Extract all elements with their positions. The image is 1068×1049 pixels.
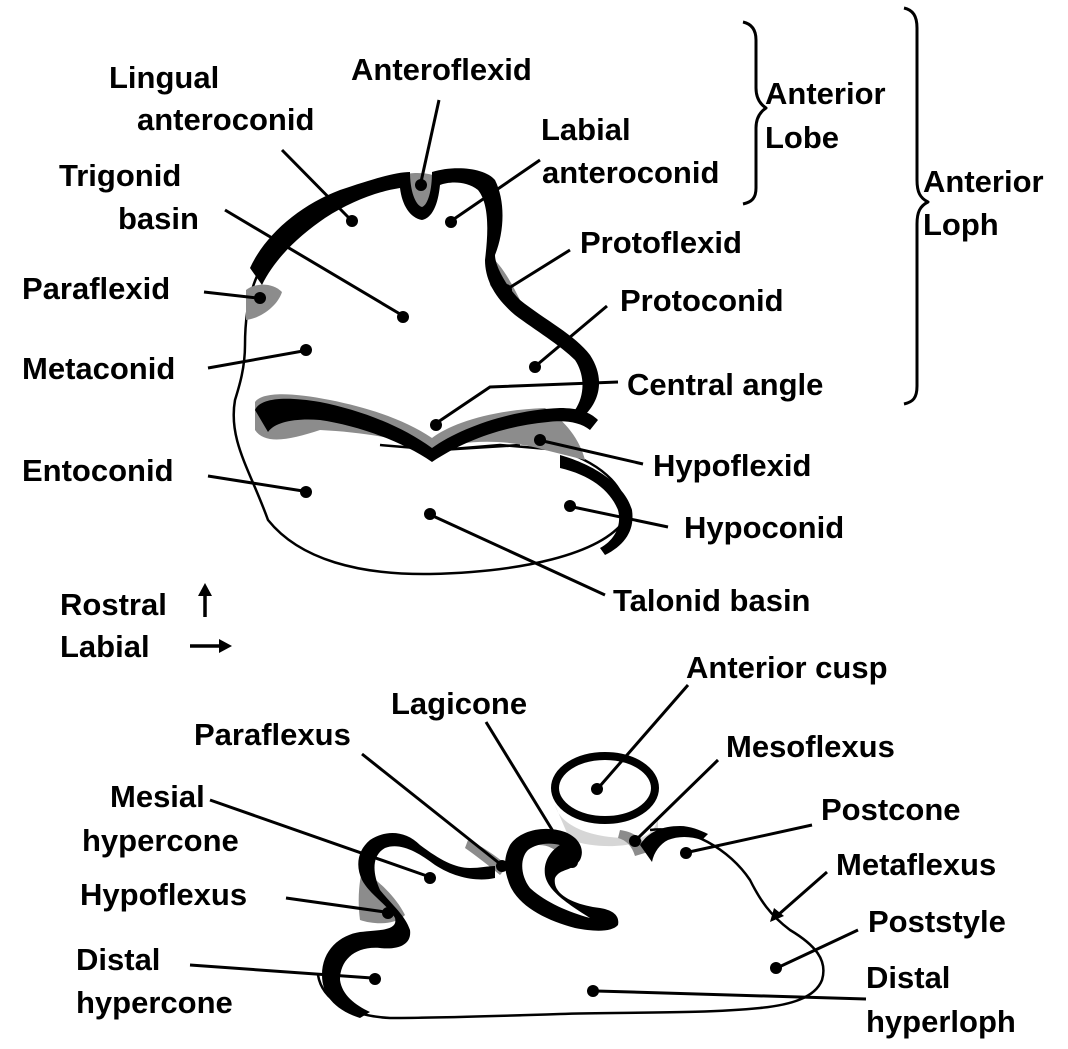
label-anterior-lobe-line1: Anterior: [765, 76, 886, 111]
anterior-lobe-brace: [742, 20, 768, 206]
leader-hypoconid: [572, 505, 669, 529]
leader-hypoflexid: [542, 439, 644, 466]
leader-metaflexus: [770, 870, 828, 922]
leader-anterior-cusp: [598, 684, 690, 787]
label-rostral: Rostral: [60, 587, 167, 622]
label-distal-hypercone-line2: hypercone: [76, 985, 233, 1020]
orientation-legend: Rostral Labial: [60, 583, 232, 664]
label-distal-hyperloph-line2: hyperloph: [866, 1004, 1016, 1039]
leader-poststyle: [778, 928, 859, 969]
leader-protoflexid: [508, 248, 571, 290]
leader-labial-anteroconid: [453, 158, 541, 221]
label-hypoflexid: Hypoflexid: [653, 448, 811, 483]
leader-trigonid-basin: [224, 208, 401, 316]
leader-metaconid: [207, 349, 304, 370]
label-hypoflexus: Hypoflexus: [80, 877, 247, 912]
label-lagicone: Lagicone: [391, 686, 527, 721]
postcone-enamel: [640, 826, 708, 862]
label-labial: Labial: [60, 629, 150, 664]
label-labial-anteroconid-line2: anteroconid: [542, 155, 719, 190]
label-trigonid-basin-line1: Trigonid: [59, 158, 181, 193]
leader-distal-hyperloph: [595, 989, 867, 1001]
top-hypoconid-enamel: [560, 455, 633, 555]
leader-protoconid: [537, 304, 608, 366]
anterior-loph-brace: [903, 6, 930, 406]
label-mesial-hypercone-line2: hypercone: [82, 823, 239, 858]
leader-postcone: [688, 823, 813, 854]
bottom-cusp-points: [369, 783, 782, 997]
point-anteroflexid: [415, 179, 427, 191]
bottom-tooth: Anterior cusp Lagicone Paraflexus Mesofl…: [76, 650, 1016, 1039]
mesial-hypercone-enamel: [322, 833, 495, 1018]
label-paraflexus: Paraflexus: [194, 717, 351, 752]
point-distal-hyperloph: [587, 985, 599, 997]
label-mesial-hypercone-line1: Mesial: [110, 779, 205, 814]
point-postcone: [680, 847, 692, 859]
label-anteroflexid: Anteroflexid: [351, 52, 532, 87]
label-lingual-anteroconid-line1: Lingual: [109, 60, 219, 95]
top-anterior-enamel: [250, 168, 600, 415]
point-mesial-hypercone: [424, 872, 436, 884]
arrow-up-icon: [198, 583, 212, 617]
top-protoflexid-dentine: [488, 255, 548, 328]
label-protoconid: Protoconid: [620, 283, 784, 318]
point-hypoconid: [564, 500, 576, 512]
top-leader-lines: [203, 99, 669, 597]
label-postcone: Postcone: [821, 792, 961, 827]
top-central-enamel: [255, 398, 598, 462]
label-anterior-lobe-line2: Lobe: [765, 120, 839, 155]
leader-distal-hypercone: [189, 963, 373, 980]
label-central-angle: Central angle: [627, 367, 823, 402]
label-metaflexus: Metaflexus: [836, 847, 996, 882]
label-distal-hypercone-line1: Distal: [76, 942, 160, 977]
leader-mesoflexus: [636, 758, 720, 840]
label-anterior-cusp: Anterior cusp: [686, 650, 888, 685]
point-hypoflexus: [382, 907, 394, 919]
label-distal-hyperloph-line1: Distal: [866, 960, 950, 995]
label-poststyle: Poststyle: [868, 904, 1006, 939]
label-entoconid: Entoconid: [22, 453, 174, 488]
label-mesoflexus: Mesoflexus: [726, 729, 895, 764]
label-lingual-anteroconid-line2: anteroconid: [137, 102, 314, 137]
leader-central-angle: [437, 380, 619, 424]
point-distal-hypercone: [369, 973, 381, 985]
label-anterior-loph-line2: Loph: [923, 207, 999, 242]
anterior-cusp-halo: [555, 805, 658, 847]
label-talonid-basin: Talonid basin: [613, 583, 811, 618]
label-metaconid: Metaconid: [22, 351, 175, 386]
point-hypoflexid: [534, 434, 546, 446]
bottom-labels: Anterior cusp Lagicone Paraflexus Mesofl…: [76, 650, 1016, 1039]
leader-lingual-anteroconid: [280, 148, 351, 220]
lagicone-enamel: [505, 828, 619, 931]
label-protoflexid: Protoflexid: [580, 225, 742, 260]
bottom-tooth-outline: [316, 828, 825, 1020]
leader-hypoflexus: [285, 896, 386, 914]
point-entoconid: [300, 486, 312, 498]
label-hypoconid: Hypoconid: [684, 510, 844, 545]
anterior-cusp-ring: [551, 752, 659, 824]
leader-anteroflexid: [419, 99, 441, 183]
top-tooth: Anteroflexid Lingual anteroconid Labial …: [22, 6, 1044, 618]
leader-mesial-hypercone: [209, 798, 428, 878]
leader-lagicone: [484, 721, 572, 860]
label-paraflexid: Paraflexid: [22, 271, 170, 306]
leader-talonid-basin: [432, 514, 606, 597]
label-labial-anteroconid-line1: Labial: [541, 112, 631, 147]
leader-paraflexus: [361, 752, 500, 865]
leader-paraflexid: [203, 290, 258, 300]
label-trigonid-basin-line2: basin: [118, 201, 199, 236]
point-poststyle: [770, 962, 782, 974]
point-metaconid: [300, 344, 312, 356]
label-anterior-loph-line1: Anterior: [923, 164, 1044, 199]
top-labels: Anteroflexid Lingual anteroconid Labial …: [22, 52, 1044, 618]
leader-entoconid: [207, 474, 304, 493]
point-paraflexid: [254, 292, 266, 304]
arrow-right-icon: [190, 639, 232, 653]
bottom-leader-lines: [189, 684, 867, 1001]
